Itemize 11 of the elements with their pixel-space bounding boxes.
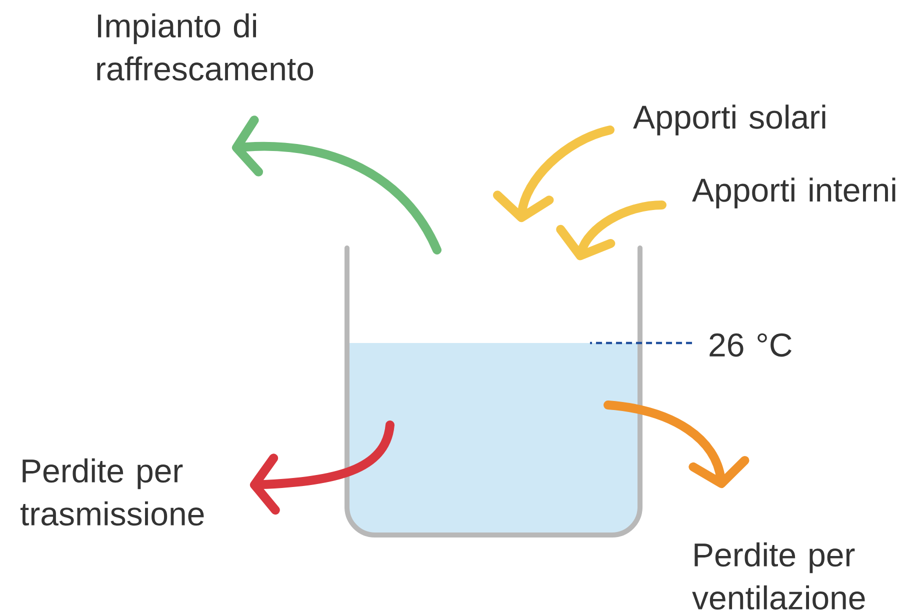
text-label: Apporti solari [633, 104, 826, 136]
arrow [232, 116, 442, 254]
arrow [250, 420, 394, 515]
text-label: Perdite per ventilazione [692, 542, 865, 610]
text-label: Apporti interni [692, 178, 896, 208]
leader-line [590, 342, 692, 344]
text-label: Perdite per trasmissione [20, 458, 204, 526]
text-label: 26 °C [710, 333, 792, 357]
text-label: Impianto di raffrescamento [97, 13, 314, 81]
arrow [604, 400, 750, 488]
tank-drawing [344, 246, 642, 538]
